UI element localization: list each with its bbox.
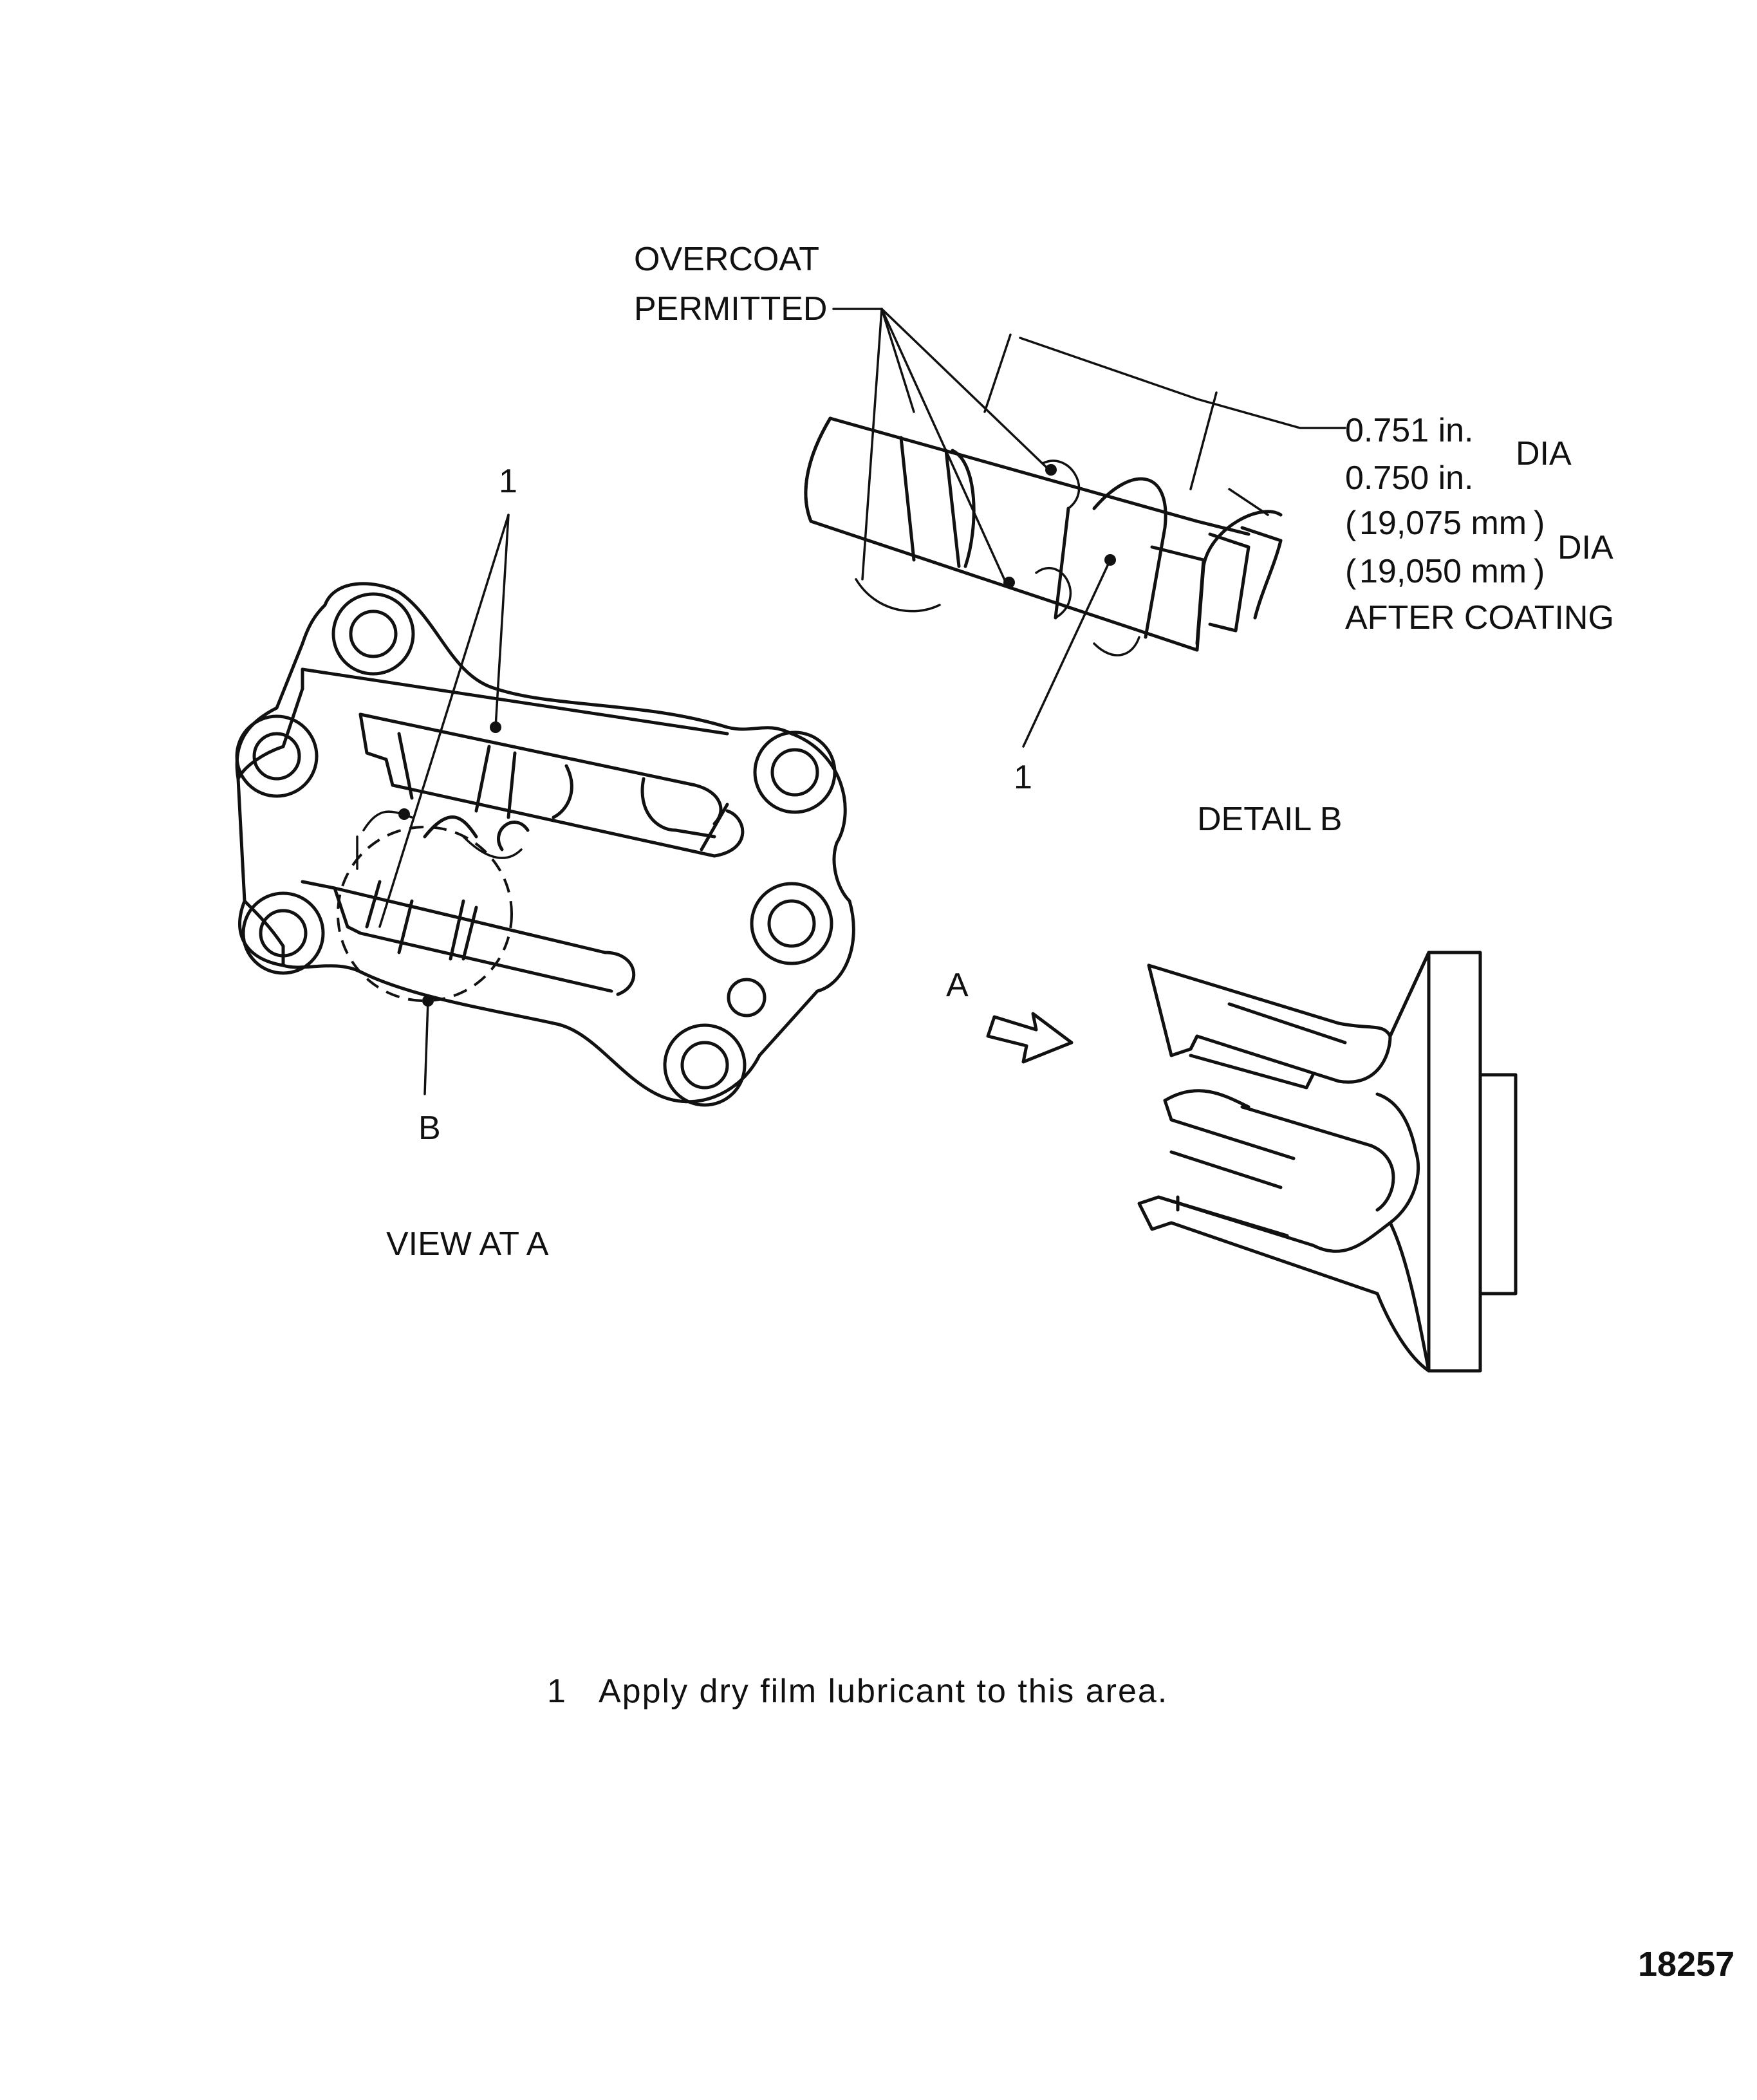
legend-text: Apply dry film lubricant to this area. (599, 1673, 1168, 1710)
overcoat-callout-line1: OVERCOAT (634, 241, 819, 278)
detail-b-marker: B (418, 1110, 441, 1147)
paren-close-bottom: ) (1534, 553, 1545, 590)
detail-b-title: DETAIL B (1197, 801, 1342, 838)
direction-marker-a: A (946, 967, 969, 1004)
paren-open-top: ( (1345, 505, 1357, 542)
overcoat-callout-line2: PERMITTED (634, 290, 827, 328)
paren-close-top: ) (1534, 505, 1545, 542)
paren-open-bottom: ( (1345, 553, 1357, 590)
diameter-max-mm: 19,075 mm (1359, 505, 1527, 542)
view-at-a-drawing (235, 514, 855, 1107)
view-a-item-number: 1 (499, 463, 517, 500)
legend-number: 1 (547, 1673, 567, 1710)
diameter-inches-suffix: DIA (1516, 435, 1572, 472)
detail-b-drawing (804, 308, 1346, 748)
after-coating-note: AFTER COATING (1345, 599, 1614, 637)
diameter-mm-suffix: DIA (1557, 529, 1613, 566)
figure-number: 18257 (1638, 1945, 1734, 1984)
view-at-a-title: VIEW AT A (386, 1225, 549, 1263)
side-view-drawing (986, 951, 1518, 1373)
diameter-min-inches: 0.750 in. (1345, 460, 1474, 497)
detail-b-item-number: 1 (1014, 759, 1032, 796)
diameter-max-inches: 0.751 in. (1345, 412, 1474, 449)
diameter-min-mm: 19,050 mm (1359, 553, 1527, 590)
